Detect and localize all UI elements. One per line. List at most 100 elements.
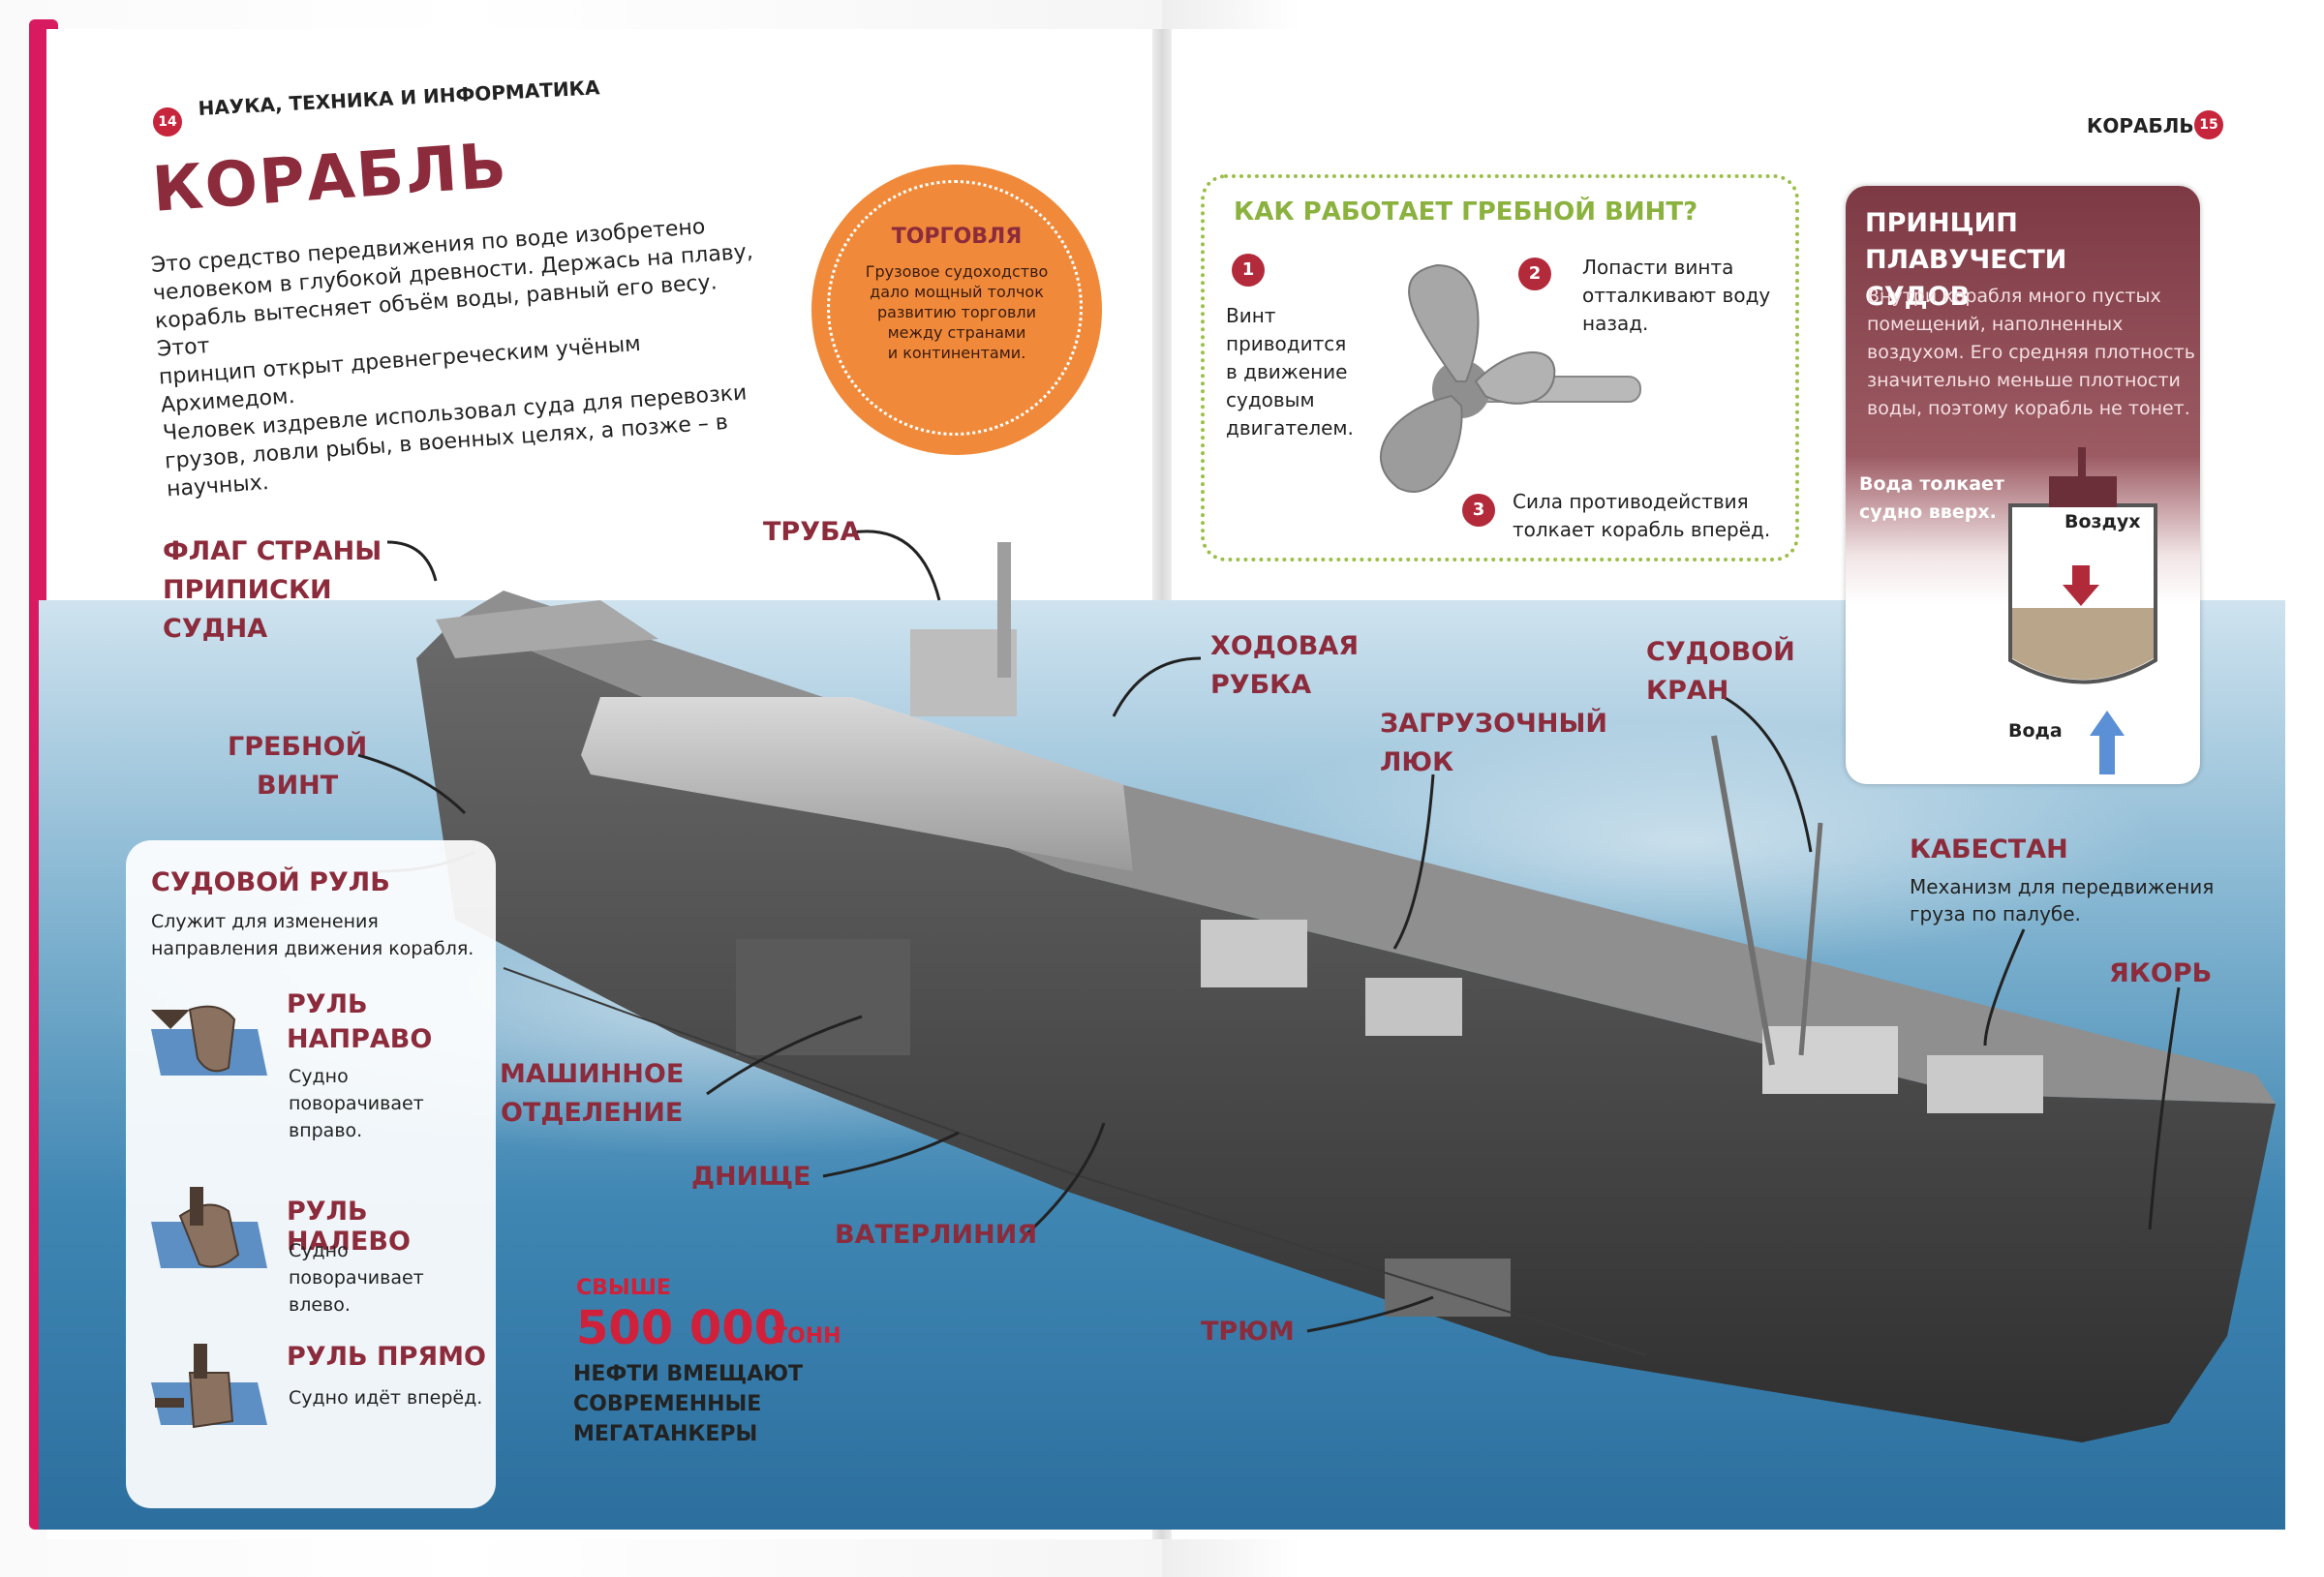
label-anchor: ЯКОРЬ — [2109, 958, 2213, 988]
step-1-badge: 1 — [1232, 254, 1265, 287]
section-title-right: КОРАБЛЬ — [2087, 114, 2194, 137]
label-propeller-line: ВИНТ — [256, 771, 339, 801]
rudder-right-icon — [151, 1005, 267, 1076]
label-bridge-line: РУБКА — [1210, 670, 1312, 700]
propeller-box: КАК РАБОТАЕТ ГРЕБНОЙ ВИНТ? 1 Винт привод… — [1201, 174, 1799, 561]
trade-badge-text: Грузовое судоходство дало мощный толчок … — [811, 261, 1102, 363]
rudder-right-title-line: РУЛЬ — [287, 989, 368, 1019]
label-engine-room-line: ОТДЕЛЕНИЕ — [500, 1098, 684, 1128]
rudder-straight-text: Судно идёт вперёд. — [289, 1387, 483, 1409]
rudder-right-text: Судно поворачивает вправо. — [289, 1063, 424, 1144]
fact-prefix: СВЫШЕ — [576, 1276, 671, 1300]
buoyancy-text-line: воздухом. Его средняя плотность — [1867, 342, 2195, 363]
capstan-text-line: груза по палубе. — [1910, 902, 2081, 925]
rudder-box-title: СУДОВОЙ РУЛЬ — [151, 867, 390, 897]
step-2-badge: 2 — [1518, 258, 1551, 290]
buoyancy-title: ПРИНЦИП ПЛАВУЧЕСТИ СУДОВ — [1865, 205, 2200, 316]
label-bridge-line: ХОДОВАЯ — [1210, 631, 1360, 661]
trade-badge-line: дало мощный толчок — [870, 283, 1044, 301]
step-1-line: двигателем. — [1226, 416, 1354, 440]
label-engine-room-line: МАШИННОЕ — [500, 1059, 685, 1089]
step-1-line: Винт — [1226, 304, 1276, 327]
buoyancy-text-line: воды, поэтому корабль не тонет. — [1867, 398, 2190, 419]
step-3-badge: 3 — [1462, 494, 1495, 527]
air-label: Воздух — [2064, 511, 2141, 532]
label-propeller: ГРЕБНОЙ ВИНТ — [228, 728, 367, 805]
rudder-box: СУДОВОЙ РУЛЬ Служит для изменения направ… — [126, 840, 496, 1508]
trade-badge-line: развитию торговли — [876, 303, 1037, 321]
water-label: Вода — [2008, 720, 2063, 742]
rudder-straight-icon — [151, 1344, 267, 1429]
label-hatch-line: ЗАГРУЗОЧНЫЙ — [1380, 709, 1608, 739]
label-crane-line: СУДОВОЙ — [1646, 637, 1795, 667]
buoyancy-text-line: Внутри корабля много пустых — [1867, 286, 2161, 307]
step-2-text: Лопасти винта отталкивают воду назад. — [1582, 254, 1770, 338]
trade-badge-line: между странами — [887, 323, 1026, 342]
label-engine-room: МАШИННОЕ ОТДЕЛЕНИЕ — [500, 1055, 684, 1133]
buoyancy-box: ПРИНЦИП ПЛАВУЧЕСТИ СУДОВ Внутри корабля … — [1846, 186, 2200, 784]
label-flag-line: ФЛАГ СТРАНЫ — [163, 536, 382, 566]
step-2-line: Лопасти винта — [1582, 256, 1734, 279]
rudder-left-text-line: поворачивает — [289, 1267, 424, 1289]
buoyancy-text: Внутри корабля много пустых помещений, н… — [1867, 283, 2195, 423]
rudder-description-line: Служит для изменения — [151, 911, 379, 932]
label-crane: СУДОВОЙ КРАН — [1646, 633, 1795, 711]
rudder-left-text-line: влево. — [289, 1294, 351, 1316]
rudder-right-title-line: НАПРАВО — [287, 1024, 433, 1054]
label-propeller-line: ГРЕБНОЙ — [228, 732, 368, 762]
step-3-line: толкает корабль вперёд. — [1513, 518, 1771, 541]
label-flag-line: СУДНА — [163, 614, 268, 644]
rudder-right-text-line: поворачивает — [289, 1093, 424, 1114]
step-1-line: приводится — [1226, 332, 1347, 355]
rudder-left-text: Судно поворачивает влево. — [289, 1237, 424, 1319]
fact-unit: ТОНН — [773, 1324, 841, 1349]
trade-badge: ТОРГОВЛЯ Грузовое судоходство дало мощны… — [811, 165, 1102, 455]
capstan-text-line: Механизм для передвижения — [1910, 875, 2215, 898]
label-capstan: КАБЕСТАН — [1910, 834, 2068, 864]
label-hatch-line: ЛЮК — [1380, 747, 1454, 777]
water-up-arrow-icon — [2090, 711, 2125, 774]
label-flag-line: ПРИПИСКИ — [163, 575, 332, 605]
label-bottom: ДНИЩЕ — [691, 1162, 811, 1192]
water-push-label: Вода толкает судно вверх. — [1859, 470, 2004, 527]
rudder-description: Служит для изменения направления движени… — [151, 908, 474, 962]
page-number-right: 15 — [2194, 110, 2223, 139]
step-2-line: назад. — [1582, 312, 1649, 335]
trade-badge-line: и континентами. — [887, 344, 1026, 362]
fact-text-line: НЕФТИ ВМЕЩАЮТ — [573, 1362, 804, 1386]
step-3-line: Сила противодействия — [1513, 490, 1749, 513]
rudder-left-text-line: Судно — [289, 1240, 349, 1261]
step-3-text: Сила противодействия толкает корабль впе… — [1513, 488, 1770, 544]
water-push-line: Вода толкает — [1859, 473, 2004, 495]
rudder-left-icon — [151, 1187, 267, 1268]
fact-text-line: СОВРЕМЕННЫЕ — [573, 1392, 762, 1416]
rudder-straight-title: РУЛЬ ПРЯМО — [287, 1342, 487, 1372]
rudder-right-text-line: Судно — [289, 1066, 349, 1087]
step-1-line: судовым — [1226, 388, 1315, 411]
fact-text: НЕФТИ ВМЕЩАЮТ СОВРЕМЕННЫЕ МЕГАТАНКЕРЫ — [573, 1359, 803, 1449]
step-1-text: Винт приводится в движение судовым двига… — [1226, 302, 1354, 442]
buoyancy-text-line: значительно меньше плотности — [1867, 370, 2181, 391]
buoyancy-title-line: СУДОВ — [1865, 282, 1971, 312]
label-flag: ФЛАГ СТРАНЫ ПРИПИСКИ СУДНА — [163, 532, 382, 649]
propeller-box-title: КАК РАБОТАЕТ ГРЕБНОЙ ВИНТ? — [1234, 197, 1698, 227]
buoyancy-diagram — [2008, 447, 2157, 684]
page-number-left: 14 — [153, 107, 182, 136]
label-pipe: ТРУБА — [763, 517, 861, 547]
propeller-icon — [1380, 263, 1641, 493]
fact-number: 500 000 — [576, 1301, 787, 1355]
buoyancy-text-line: помещений, наполненных — [1867, 314, 2124, 335]
step-2-line: отталкивают воду — [1582, 284, 1771, 307]
label-hold: ТРЮМ — [1201, 1317, 1295, 1347]
rudder-description-line: направления движения корабля. — [151, 938, 474, 959]
fact-text-line: МЕГАТАНКЕРЫ — [573, 1422, 758, 1446]
trade-badge-ring — [827, 180, 1083, 436]
label-waterline: ВАТЕРЛИНИЯ — [835, 1220, 1038, 1250]
capstan-text: Механизм для передвижения груза по палуб… — [1910, 873, 2214, 927]
rudder-right-text-line: вправо. — [289, 1120, 363, 1141]
label-bridge: ХОДОВАЯ РУБКА — [1210, 627, 1359, 705]
rudder-left-title: РУЛЬ НАЛЕВО — [287, 1197, 411, 1257]
trade-badge-title: ТОРГОВЛЯ — [891, 225, 1023, 249]
intro-paragraph: Это средство передвижения по воде изобре… — [150, 208, 786, 503]
